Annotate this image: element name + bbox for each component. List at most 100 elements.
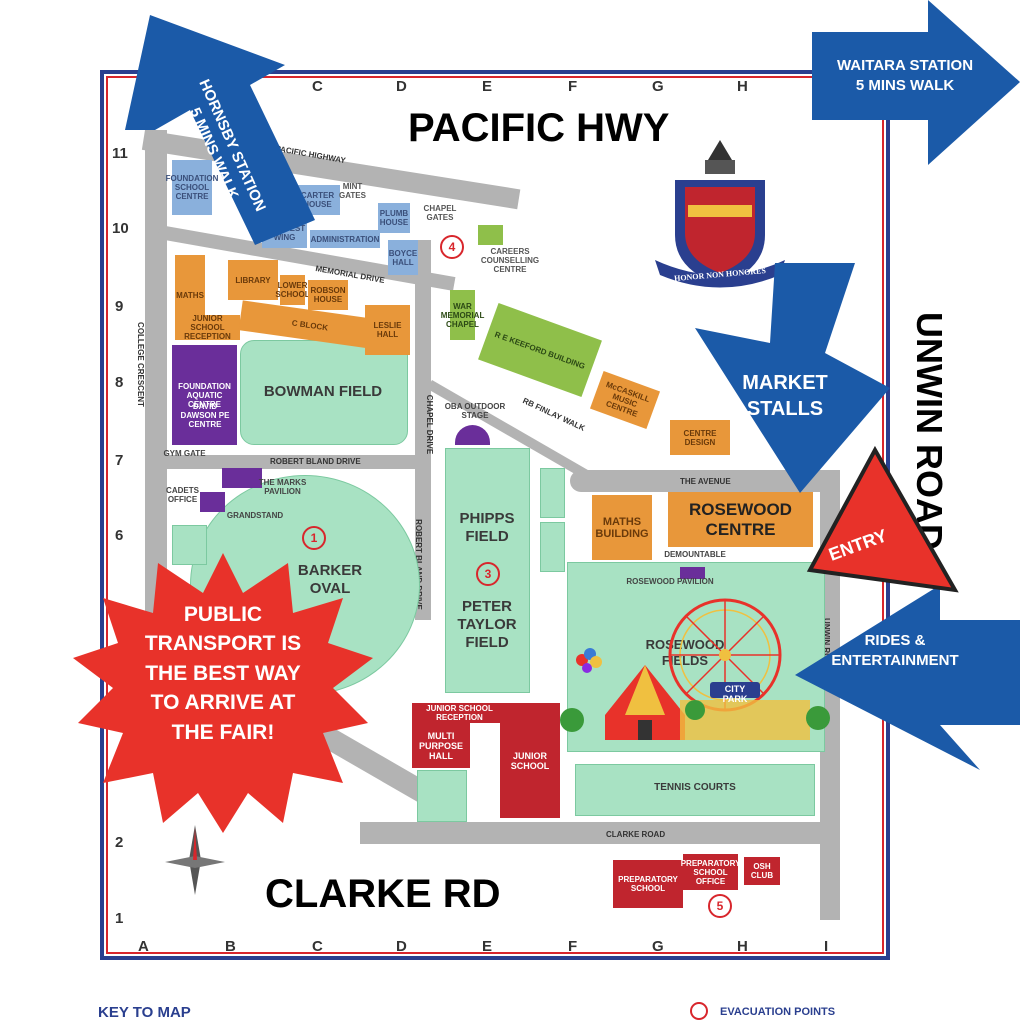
grid-row-label: 6 xyxy=(115,527,124,544)
road-label-the-avenue: THE AVENUE xyxy=(680,477,731,486)
grid-col-label: C xyxy=(312,78,323,95)
building-oshc: OSH CLUB xyxy=(744,857,780,885)
tennis-courts-label: TENNIS COURTS xyxy=(654,782,736,793)
building-centre-design: CENTRE DESIGN xyxy=(670,420,730,455)
building-boyce: BOYCE HALL xyxy=(388,240,418,275)
grid-col-label: G xyxy=(652,78,664,95)
road-label-clarke-small: CLARKE ROAD xyxy=(606,830,666,839)
label-cadets: CADETS OFFICE xyxy=(166,486,199,504)
building-junior-res: JUNIOR SCHOOL RECEPTION xyxy=(175,314,240,341)
small-field-4 xyxy=(172,525,207,565)
label-oba-stage: OBA OUTDOOR STAGE xyxy=(444,402,506,420)
tennis-courts xyxy=(575,764,815,816)
building-maths-building: MATHS BUILDING xyxy=(592,495,652,560)
grid-col-label: H xyxy=(737,78,748,95)
building-leslie: LESLIE HALL xyxy=(365,305,410,355)
callout-line-1: PUBLIC xyxy=(183,603,263,626)
building-lower: LOWER SCHOOL xyxy=(275,275,310,305)
label-grandstand: GRANDSTAND xyxy=(226,510,284,520)
building-war-memorial: WAR MEMORIAL CHAPEL xyxy=(441,290,484,340)
city-park-sign: CITY PARK xyxy=(722,684,748,704)
road-label-college: COLLEGE CRESCENT xyxy=(135,322,145,407)
fair-illustration xyxy=(560,598,830,740)
callout-line-3: THE BEST WAY xyxy=(145,661,301,685)
evacuation-point-3: 4 xyxy=(440,235,464,259)
grid-row-label: 2 xyxy=(115,834,124,851)
waitara-arrow-icon xyxy=(812,0,1020,165)
grid-col-label: C xyxy=(312,938,323,955)
evacuation-key-label: EVACUATION POINTS xyxy=(720,1006,836,1018)
hornsby-arrow-icon xyxy=(125,15,315,245)
small-field-3 xyxy=(417,770,467,822)
building-rosewood-pavilion-block xyxy=(680,567,705,579)
small-field-2 xyxy=(540,522,565,572)
waitara-line-2: 5 MINS WALK xyxy=(855,76,955,94)
building-library: LIBRARY xyxy=(228,260,278,300)
evacuation-key-icon xyxy=(690,1002,708,1020)
pacific-hwy-label: PACIFIC HWY xyxy=(408,106,670,150)
peter-taylor-field-label: PETER TAYLOR FIELD xyxy=(457,598,517,651)
grid-col-label: H xyxy=(737,938,748,955)
phipps-field-label: PHIPPS FIELD xyxy=(459,510,515,545)
building-junior-school: JUNIOR SCHOOL xyxy=(500,703,560,818)
building-founders: FOUNDATION SCHOOL CENTRE xyxy=(166,160,218,215)
label-david-dawson: DAVID DAWSON PE CENTRE xyxy=(180,401,230,429)
grid-row-label: 8 xyxy=(115,374,124,391)
small-field-1 xyxy=(540,468,565,518)
school-crest-icon xyxy=(655,140,785,288)
road-college-crescent xyxy=(145,130,167,650)
rides-arrow-icon xyxy=(795,585,1020,770)
transport-starburst xyxy=(73,553,373,833)
grid-col-label: E xyxy=(482,78,493,95)
rides-arrow-text: RIDES & ENTERTAINMENT xyxy=(810,631,980,670)
label-foundation-aquatic: FOUNDATION AQUATIC CENTRE xyxy=(178,381,231,409)
building-robson: ROBSON HOUSE xyxy=(308,280,348,310)
evacuation-point-4: 3 xyxy=(476,562,500,586)
compass-rose-icon xyxy=(165,825,225,895)
grid-row-label: 7 xyxy=(115,452,124,469)
label-mint-gates: MINT GATES xyxy=(339,182,366,200)
callout-line-5: THE FAIR! xyxy=(171,720,275,744)
road-robert-bland-drive xyxy=(160,455,430,469)
building-oba-stage xyxy=(455,425,490,445)
building-marks-pavilion-block xyxy=(222,468,262,488)
building-aquatic-pe: FOUNDATION AQUATIC CENTRE xyxy=(172,345,237,445)
grid-col-label: D xyxy=(396,938,407,955)
label-gym-gate: GYM GATE xyxy=(163,448,206,458)
building-prep-school: PREPARATORY SCHOOL xyxy=(613,860,683,908)
waitara-line-1: WAITARA STATION xyxy=(836,57,974,74)
label-demountable: DEMOUNTABLE xyxy=(664,549,726,559)
grid-col-label: I xyxy=(824,938,829,955)
grid-col-label: F xyxy=(568,938,578,955)
market-stalls-arrow-icon xyxy=(695,263,890,493)
bowman-field-label: BOWMAN FIELD xyxy=(263,383,383,400)
label-careers: CAREERS COUNSELLING CENTRE xyxy=(480,246,540,274)
rosewood-fields-label: ROSEWOOD FIELDS xyxy=(645,637,725,668)
building-junior-reception: JUNIOR SCHOOL RECEPTION xyxy=(412,703,507,723)
road-label-chapel: CHAPEL DRIVE xyxy=(425,394,435,455)
balloons-icon xyxy=(576,648,602,673)
building-multi-purpose: MULTI PURPOSE HALL xyxy=(412,723,470,768)
market-line-2: STALLS xyxy=(746,398,824,420)
rides-line-2: ENTERTAINMENT xyxy=(831,651,959,669)
grid-row-label: 9 xyxy=(115,298,124,315)
callout-line-2: TRANSPORT IS xyxy=(144,632,302,656)
grid-row-label: 1 xyxy=(115,910,124,927)
callout-line-4: TO ARRIVE AT xyxy=(150,691,296,715)
market-stalls-arrow-text: MARKET STALLS xyxy=(730,370,840,422)
clarke-rd-label: CLARKE RD xyxy=(265,872,501,916)
map-key-title: KEY TO MAP xyxy=(98,1004,191,1021)
grid-col-label: G xyxy=(652,938,664,955)
label-chapel-gates: CHAPEL GATES xyxy=(423,204,457,222)
building-rosewood-centre: ROSEWOOD CENTRE xyxy=(668,492,813,547)
building-grandstand-block xyxy=(200,492,225,512)
road-the-avenue xyxy=(570,470,835,492)
grid-row-label: 10 xyxy=(112,220,129,237)
circus-tent-icon xyxy=(605,665,685,740)
evacuation-point-1: 1 xyxy=(302,526,326,550)
building-prep-office: PREPARATORY SCHOOL OFFICE xyxy=(681,854,740,890)
grid-col-label: B xyxy=(225,938,236,955)
road-unwin-road xyxy=(820,470,840,920)
evacuation-point-5: 5 xyxy=(708,894,732,918)
rides-line-1: RIDES & xyxy=(864,632,926,649)
